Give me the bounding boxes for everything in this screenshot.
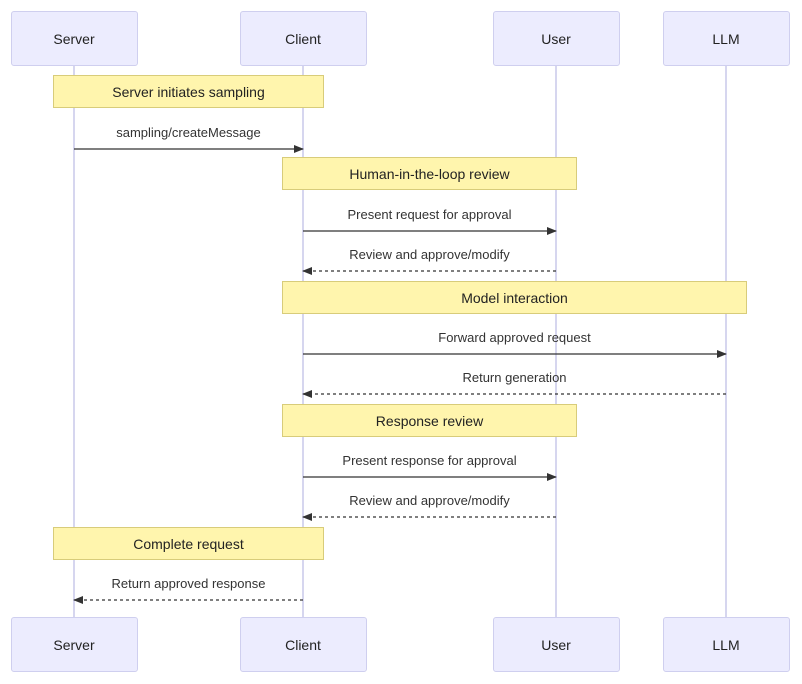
participant-server-top: Server [10, 11, 138, 66]
participant-llm-bottom: LLM [662, 617, 790, 672]
participant-user-top: User [492, 11, 620, 66]
message-label-return-generation: Return generation [462, 370, 567, 385]
message-label-review-and-approve-modify: Review and approve/modify [349, 493, 510, 508]
message-label-present-request-for-approval: Present request for approval [347, 207, 512, 222]
note-model-interaction: Model interaction [282, 281, 747, 314]
message-label-sampling-createmessage: sampling/createMessage [116, 125, 261, 140]
message-label-forward-approved-request: Forward approved request [438, 330, 591, 345]
participant-client-top: Client [239, 11, 367, 66]
participant-server-bottom: Server [10, 617, 138, 672]
note-human-in-the-loop-review: Human-in-the-loop review [282, 157, 577, 190]
note-response-review: Response review [282, 404, 577, 437]
message-label-review-and-approve-modify: Review and approve/modify [349, 247, 510, 262]
note-complete-request: Complete request [53, 527, 324, 560]
message-label-present-response-for-approval: Present response for approval [342, 453, 517, 468]
participant-client-bottom: Client [239, 617, 367, 672]
message-label-return-approved-response: Return approved response [111, 576, 266, 591]
participant-user-bottom: User [492, 617, 620, 672]
note-server-initiates-sampling: Server initiates sampling [53, 75, 324, 108]
participant-llm-top: LLM [662, 11, 790, 66]
